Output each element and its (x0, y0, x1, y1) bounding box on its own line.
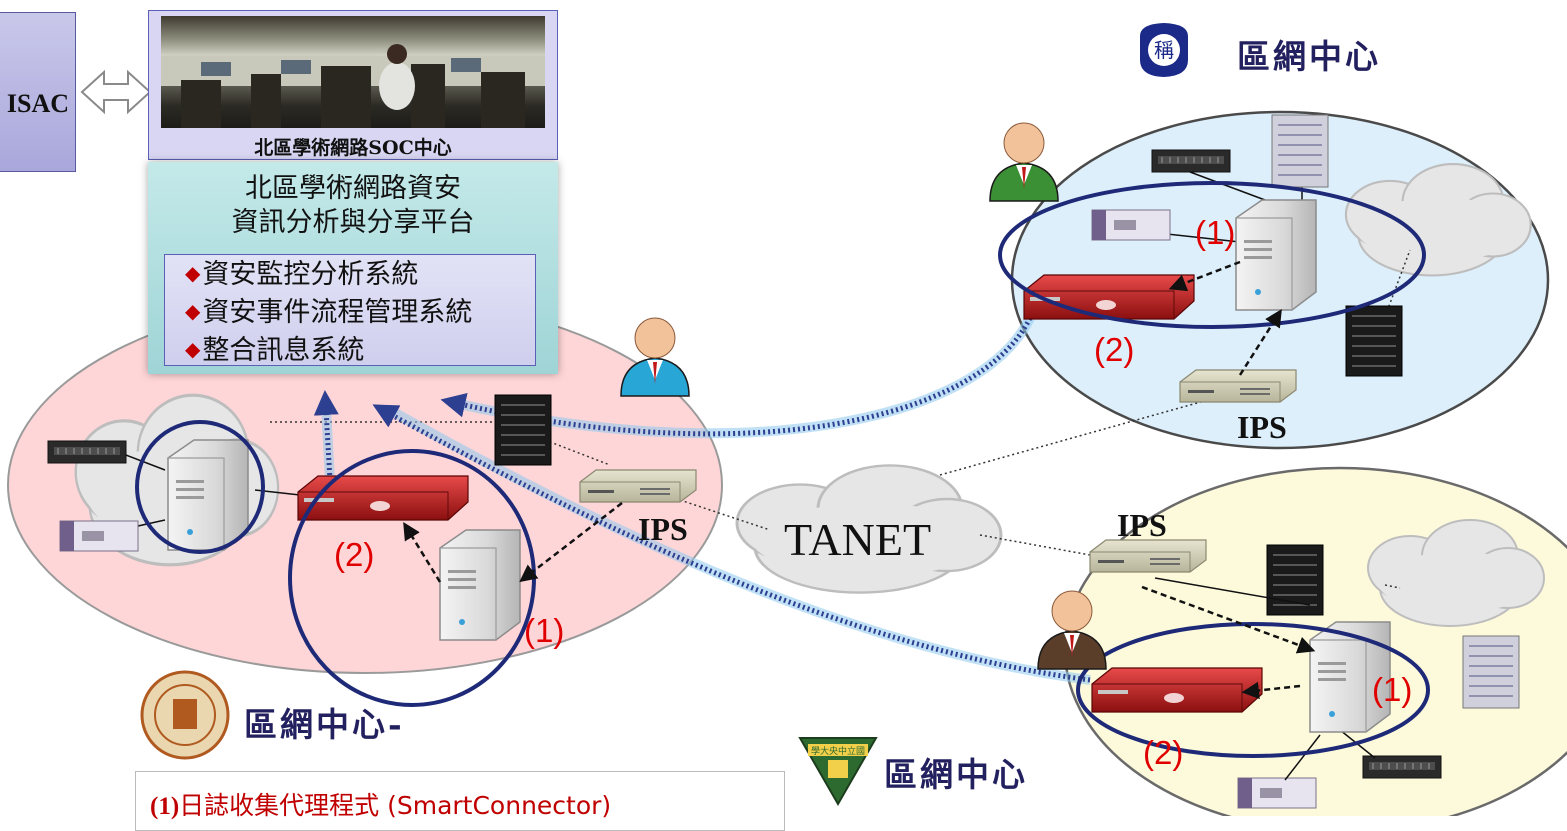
right-bottom-red-appliance (1091, 667, 1263, 713)
left-switch (47, 440, 127, 464)
bottom-mid-center-label: 區網中心 (884, 755, 1028, 794)
left-collector-server (439, 529, 521, 641)
right-top-red-appliance (1023, 274, 1195, 320)
soc-center-title: 北區學術網路SOC中心 (254, 137, 452, 159)
right-bottom-switch (1362, 755, 1442, 779)
svg-text:稱: 稱 (1154, 38, 1174, 62)
right-bottom-collector-ring (1076, 622, 1430, 758)
legend-item-1: (1)日誌收集代理程式 (SmartConnector) (150, 791, 612, 820)
left-black-rack (494, 394, 552, 466)
system-item-monitoring: ◆資安監控分析系統 (185, 259, 419, 290)
right-top-switch (1151, 149, 1231, 173)
diamond-bullet-icon: ◆ (185, 299, 201, 323)
right-bottom-label-1: (1) (1372, 671, 1413, 708)
right-top-collector-server (1235, 199, 1317, 311)
bottom-left-center-logo (140, 670, 230, 760)
right-top-small-appliance (1091, 209, 1171, 241)
isac-label: ISAC (6, 89, 69, 118)
left-small-appliance (59, 520, 139, 552)
platform-title: 北區學術網路資安 資訊分析與分享平台 (231, 173, 475, 238)
left-label-1: (1) (524, 612, 565, 649)
right-bottom-black-rack (1266, 544, 1324, 616)
right-bottom-gray-rack (1462, 635, 1520, 709)
system-item-incident-flow: ◆資安事件流程管理系統 (185, 297, 473, 328)
isac-box: ISAC (0, 12, 76, 172)
soc-center-box: 北區學術網路SOC中心 (148, 10, 558, 160)
right-top-label-2: (2) (1094, 331, 1135, 368)
diamond-bullet-icon: ◆ (185, 261, 201, 285)
left-ips-label: IPS (638, 511, 688, 547)
analysis-platform-box: 北區學術網路資安 資訊分析與分享平台 ◆資安監控分析系統 ◆資安事件流程管理系統… (148, 162, 558, 374)
right-top-label-1: (1) (1195, 214, 1236, 251)
right-top-black-rack (1345, 305, 1403, 377)
left-ips (579, 469, 697, 503)
tanet-label: TANET (784, 514, 932, 565)
bottom-mid-center-logo: 學大央中立國 (798, 737, 878, 807)
isac-soc-double-arrow-icon (80, 69, 152, 115)
left-server-in-cloud (167, 439, 249, 551)
left-label-2: (2) (334, 536, 375, 573)
svg-text:學大央中立國: 學大央中立國 (811, 745, 865, 757)
legend-box: (1)日誌收集代理程式 (SmartConnector) (135, 771, 785, 831)
left-cloud-ring (135, 420, 265, 554)
admin-person-left-icon (620, 317, 690, 397)
diamond-bullet-icon: ◆ (185, 337, 201, 361)
right-top-ips (1179, 369, 1297, 403)
system-item-messaging: ◆整合訊息系統 (185, 335, 365, 366)
left-red-appliance (297, 475, 469, 521)
system-list: ◆資安監控分析系統 ◆資安事件流程管理系統 ◆整合訊息系統 (164, 254, 536, 366)
top-right-center-label: 區網中心 (1237, 37, 1381, 76)
soc-center-photo (161, 16, 545, 128)
right-bottom-ips (1089, 539, 1207, 573)
right-bottom-ips-label: IPS (1117, 507, 1167, 543)
right-bottom-small-appliance (1237, 777, 1317, 809)
top-right-center-logo: 稱 (1140, 23, 1188, 77)
admin-person-top-right-icon (989, 122, 1059, 202)
right-top-collector-ring (998, 181, 1426, 329)
right-top-gray-rack (1271, 114, 1329, 188)
right-bottom-label-2: (2) (1143, 734, 1184, 771)
bottom-left-center-label: 區網中心- (244, 705, 405, 744)
right-top-ips-label: IPS (1237, 409, 1287, 445)
